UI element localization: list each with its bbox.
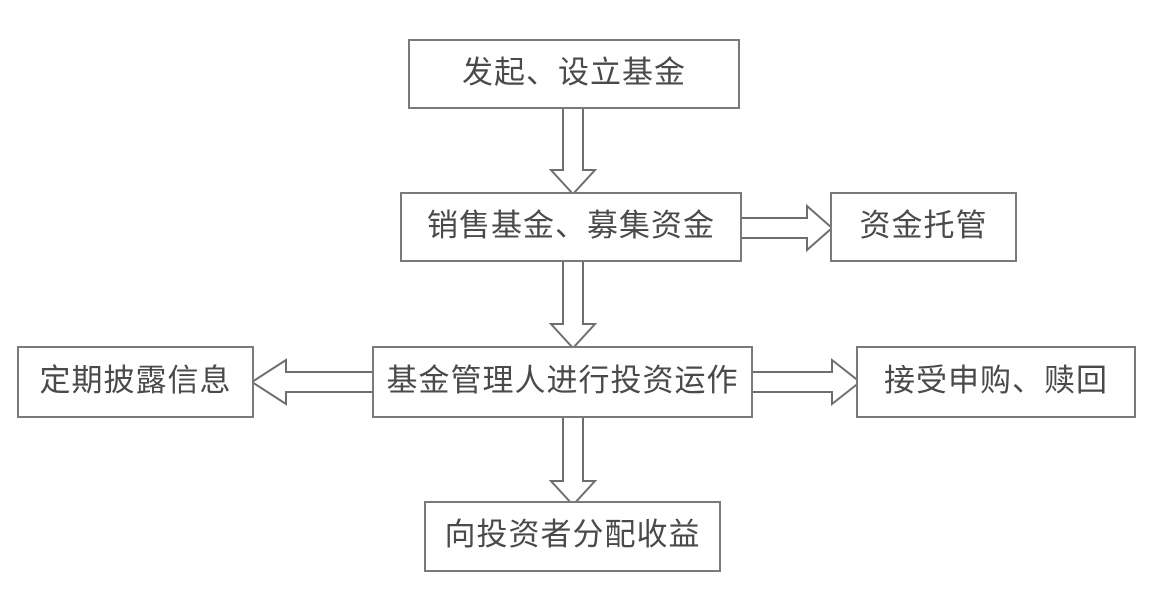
node-distribute-income[interactable]: 向投资者分配收益 — [424, 501, 721, 572]
node-distribute-income-label: 向投资者分配收益 — [444, 517, 701, 553]
node-manager-investment-operation[interactable]: 基金管理人进行投资运作 — [372, 346, 753, 418]
arrow-manager-to-disclosure — [250, 358, 378, 406]
node-capital-custody[interactable]: 资金托管 — [830, 192, 1017, 262]
node-sell-fund-raise-capital-label: 销售基金、募集资金 — [427, 207, 715, 244]
arrow-sell-to-manager — [548, 258, 598, 350]
node-sell-fund-raise-capital[interactable]: 销售基金、募集资金 — [400, 192, 742, 262]
arrow-manager-to-distribute — [548, 414, 598, 507]
node-periodic-disclosure-label: 定期披露信息 — [39, 362, 232, 399]
node-capital-custody-label: 资金托管 — [859, 207, 988, 244]
node-launch-fund-label: 发起、设立基金 — [462, 54, 686, 91]
node-accept-subscription-redemption[interactable]: 接受申购、赎回 — [856, 346, 1136, 418]
node-launch-fund[interactable]: 发起、设立基金 — [408, 39, 740, 109]
arrow-manager-to-subscription — [749, 357, 862, 407]
arrow-launch-to-sell — [548, 105, 598, 196]
node-manager-investment-operation-label: 基金管理人进行投资运作 — [386, 362, 739, 399]
node-accept-subscription-redemption-label: 接受申购、赎回 — [884, 362, 1108, 399]
arrow-sell-to-custody — [739, 203, 834, 253]
node-periodic-disclosure[interactable]: 定期披露信息 — [17, 346, 254, 418]
